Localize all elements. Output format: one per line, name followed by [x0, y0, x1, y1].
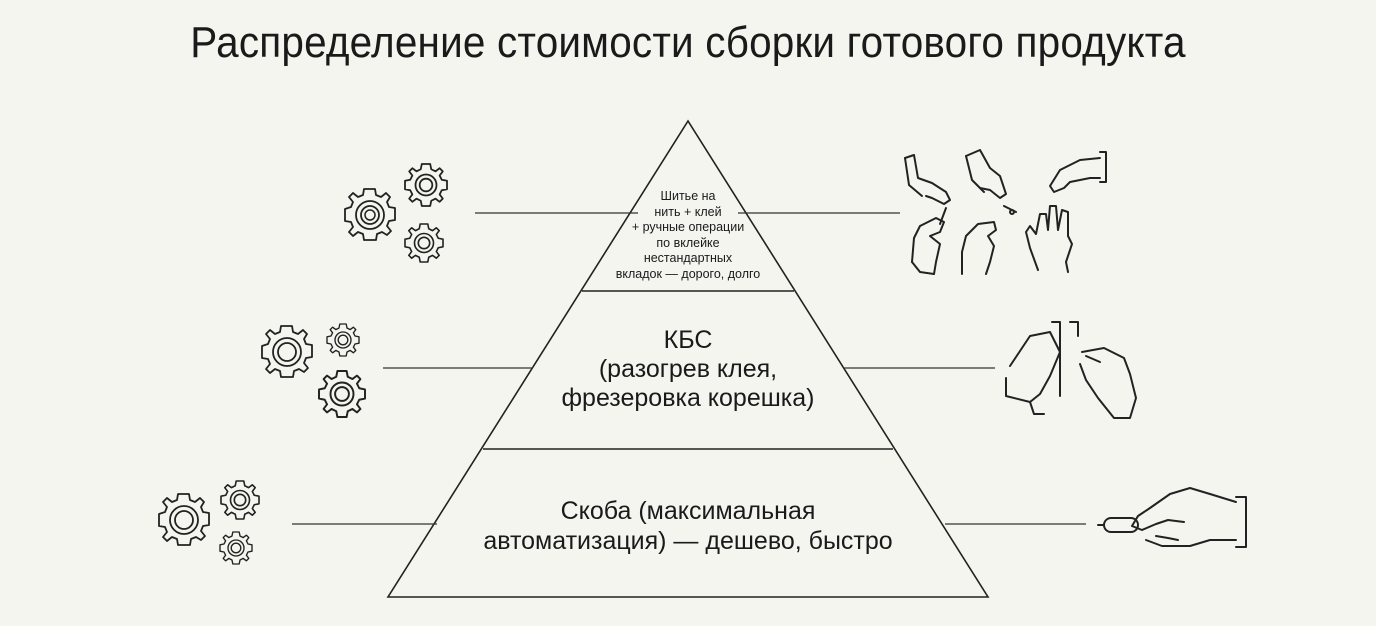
tier-top-line: Шитье на: [660, 189, 716, 203]
tier-bottom-text: Скоба (максимальная автоматизация) — деш…: [420, 496, 956, 556]
hands-manual-operations-icon: [904, 149, 1107, 275]
tier-top-line: + ручные операции: [631, 220, 745, 234]
pyramid-outline: [386, 119, 990, 598]
tier-top-text: Шитье на нить + клей + ручные операции п…: [588, 189, 788, 282]
hands-gluing-icon: [1005, 321, 1137, 419]
tier-middle-line: (разогрев клея,: [598, 355, 778, 383]
gears-icon: [158, 480, 260, 565]
tier-bottom-line: Скоба (максимальная: [560, 497, 816, 525]
hand-pressing-button-icon: [1097, 487, 1247, 548]
tier-middle-line: фрезеровка корешка): [561, 384, 815, 412]
tier-top-line: вкладок — дорого, долго: [615, 266, 761, 281]
tier-middle-line: КБС: [663, 326, 713, 354]
tier-top-line: нить + клей: [654, 204, 722, 219]
page-title: Распределение стоимости сборки готового …: [190, 18, 1186, 67]
tier-top-line: нестандартных: [643, 251, 733, 265]
tier-bottom-line: автоматизация) — дешево, быстро: [483, 527, 893, 555]
tier-top-line: по вклейке: [656, 235, 720, 250]
gears-icon: [344, 163, 448, 263]
gears-icon: [261, 323, 366, 418]
tier-middle-text: КБС (разогрев клея, фрезеровка корешка): [500, 326, 876, 413]
